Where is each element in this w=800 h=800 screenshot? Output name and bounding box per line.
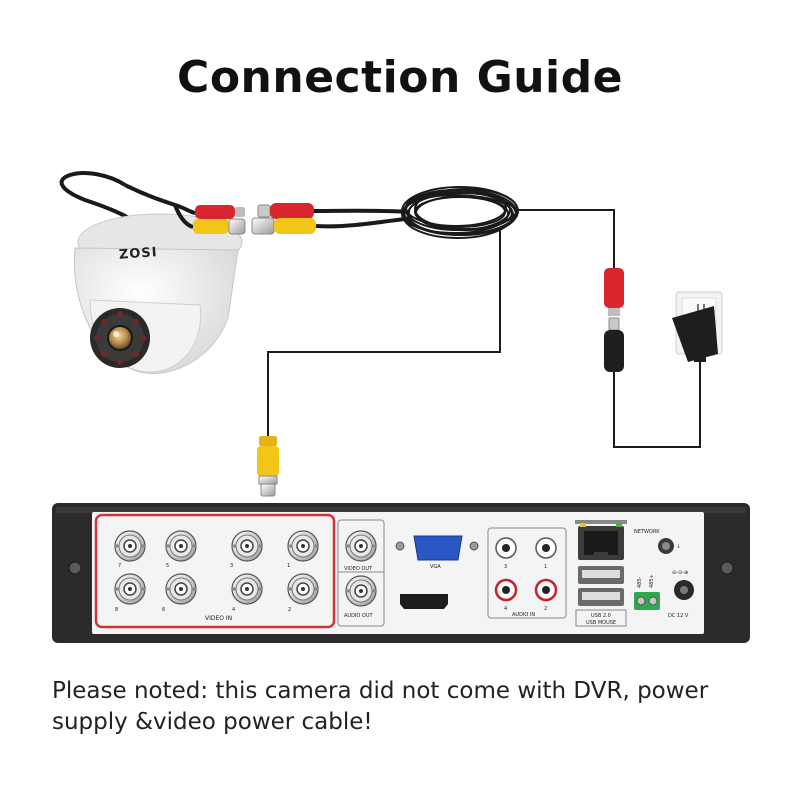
dc-label: DC 12 V [668,613,689,619]
video-in-port [165,573,197,605]
video-cable-line [267,228,501,440]
channel-number: 1 [287,563,290,569]
video-in-port [231,530,263,562]
network-label: NETWORK [634,529,660,535]
channel-number: 4 [232,607,235,613]
network-port [575,520,627,560]
camera-pigtail-cable [59,171,152,234]
video-in-highlight [94,513,336,629]
dc-power-jack: ⊖-⊙-⊕ [672,570,694,600]
video-in-port [231,573,263,605]
dvr-recorder: 7 5 3 1 8 6 4 2 VIDEO IN VIDEO OUT AUDIO… [52,503,750,643]
hdmi-port [400,594,448,609]
channel-number: 2 [288,607,291,613]
channel-number: 3 [230,563,233,569]
camera-lens [107,325,133,351]
video-in-port [287,573,319,605]
rs485-terminal [634,592,660,610]
page-title: Connection Guide [177,52,623,103]
power-female-plug [604,268,624,308]
channel-number: 7 [118,563,121,569]
power-supply [672,291,723,362]
usb-label: USB 2.0 [591,613,611,619]
camera-power-plug [195,205,235,219]
power-supply-line [613,358,701,448]
channel-number: 8 [115,607,118,613]
dome-camera: ZOSI [59,171,243,374]
channel-number: 6 [162,607,165,613]
audio-number: 4 [504,606,507,612]
led-dot [101,319,107,325]
rs485-label: 485+ [649,574,655,588]
audio-number: 1 [544,564,547,570]
video-out-label: VIDEO OUT [344,566,373,572]
audio-number: 3 [504,564,507,570]
audio-in-jacks [494,537,558,602]
video-in-port [114,573,146,605]
video-in-port [114,530,146,562]
audio-in-label: AUDIO IN [512,612,535,618]
usb-mouse-label: USB MOUSE [586,620,616,626]
power-adapter-connector [604,268,624,372]
vga-label: VGA [430,564,441,570]
camera-video-plug [193,219,229,234]
rs485-label: 485- [637,576,643,588]
audio-number: 2 [544,606,547,612]
cable-routes [267,209,701,448]
camera-connectors [173,203,246,235]
ground-screw: ⏚ [658,538,681,554]
power-male-plug [604,330,624,372]
audio-out-port [345,575,377,607]
extension-power-plug [270,203,314,219]
power-adapter-brick [672,306,718,362]
dvr-video-connector [257,436,279,497]
disclaimer-note: Please noted: this camera did not come w… [52,678,709,735]
svg-text:⏚: ⏚ [676,543,681,550]
usb-ports [578,566,624,606]
channel-number: 5 [166,563,169,569]
vga-port: VGA [395,535,479,570]
video-in-label: VIDEO IN [205,615,232,622]
video-in-port [165,530,197,562]
camera-brand-label: ZOSI [118,245,158,263]
video-in-port [287,530,319,562]
dvr-bnc-yellow-boot [257,446,279,476]
extension-video-plug [274,218,316,234]
video-out-port [345,530,377,562]
extension-cable-end [251,203,413,235]
svg-text:⊖-⊙-⊕: ⊖-⊙-⊕ [672,570,688,576]
power-cable-line [514,209,615,270]
audio-out-label: AUDIO OUT [344,613,374,619]
